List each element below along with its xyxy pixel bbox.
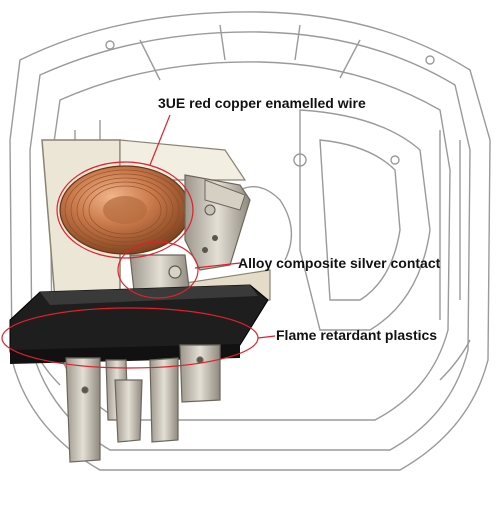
- callout-silver-contact: Alloy composite silver contact: [238, 255, 441, 271]
- relay: [9, 139, 271, 463]
- base-callout-line: [257, 335, 276, 339]
- callout-plastics: Flame retardant plastics: [276, 327, 438, 343]
- plastic-base: [9, 284, 269, 364]
- coil-callout-line: [149, 114, 171, 166]
- copper-coil: [59, 165, 191, 255]
- callout-markers: [1, 114, 276, 369]
- callout-copper-wire: 3UE red copper enamelled wire: [158, 95, 366, 111]
- contact-callout-ellipse: [117, 241, 199, 299]
- coil-callout-ellipse: [56, 161, 194, 259]
- terminals: [65, 344, 221, 463]
- contact-callout-line: [194, 262, 241, 269]
